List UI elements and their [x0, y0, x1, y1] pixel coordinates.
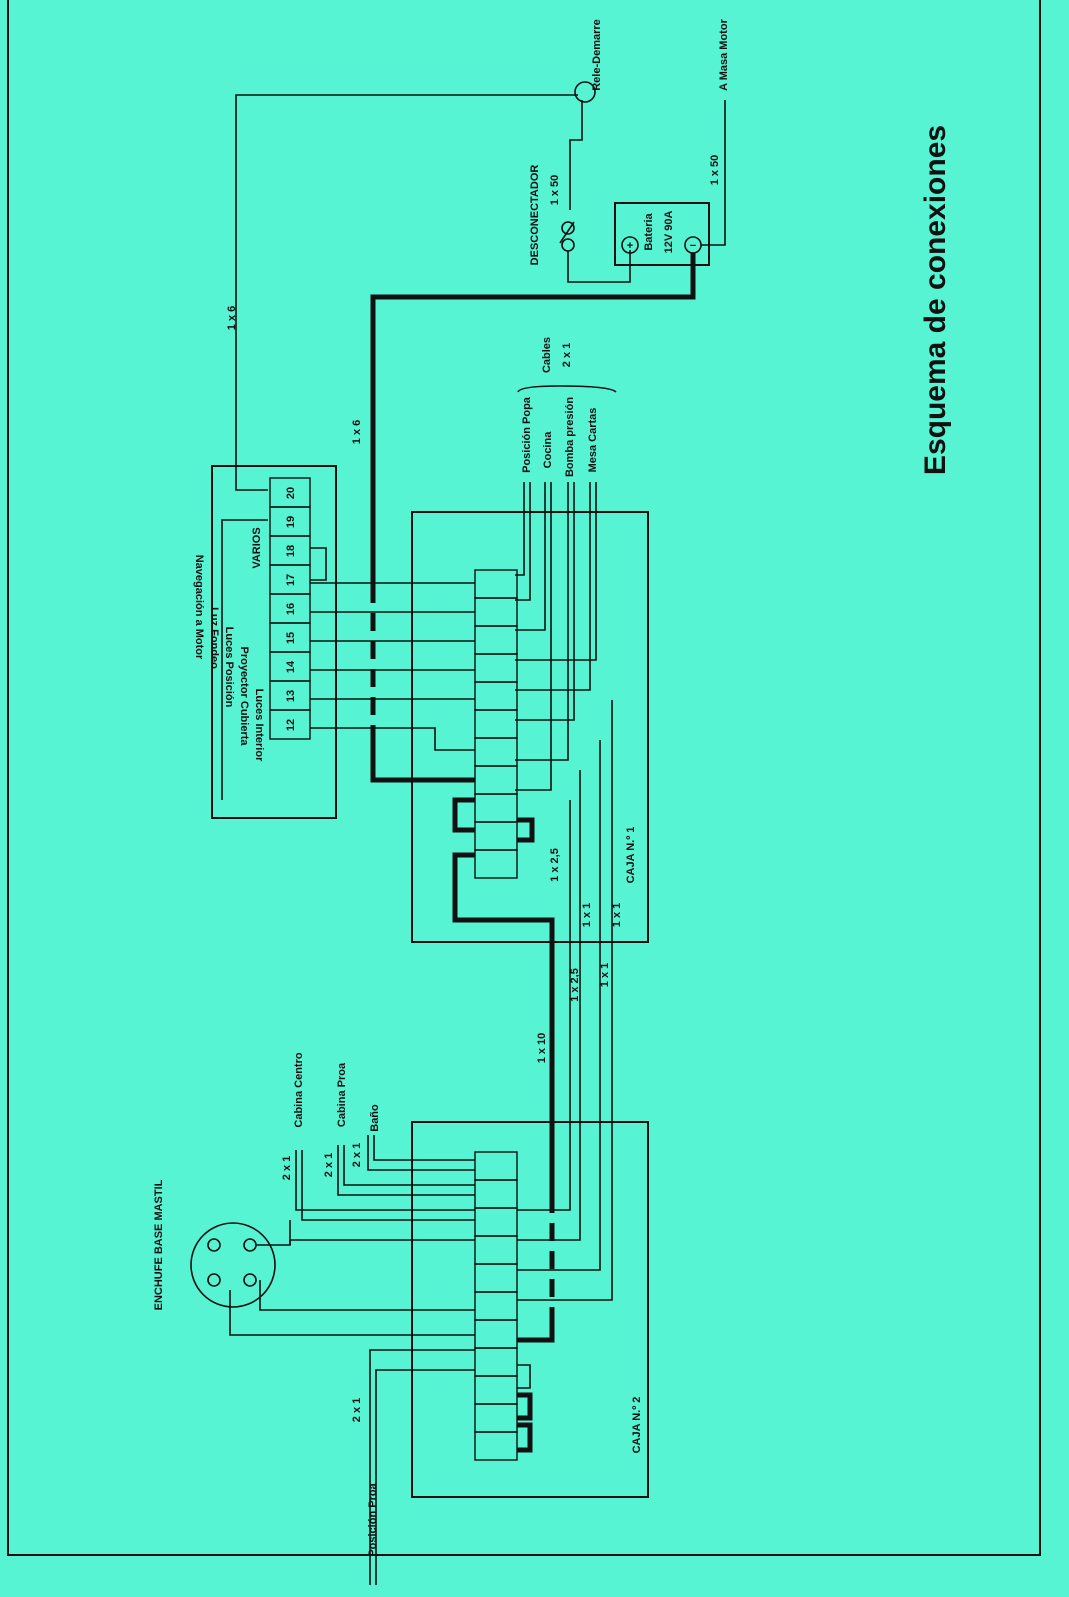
cable-1x10	[452, 852, 555, 1195]
caja1-terminal-strip	[474, 569, 518, 879]
caja2-bridge	[517, 1392, 533, 1421]
label-proyector-cubierta: Proyector Cubierta	[238, 646, 250, 746]
varios-inner-wire	[221, 519, 268, 800]
output-posicion-popa: Posición Popa	[521, 396, 533, 473]
caja1-bridge	[452, 797, 475, 833]
main-cable-label: 1 x 6	[351, 420, 363, 444]
minus-sign: −	[690, 240, 696, 252]
plus-sign: +	[627, 240, 633, 252]
main-power-cable	[370, 253, 696, 585]
caja2-terminal-strip	[474, 1151, 518, 1461]
cable-1x10-end	[517, 1320, 555, 1343]
desconectador-label: DESCONECTADOR	[529, 165, 541, 266]
caja2-bridge	[517, 1422, 533, 1453]
posicion-proa-label: Posición Proa	[367, 1482, 379, 1556]
rele-label: Rele-Demarre	[591, 19, 603, 91]
battery-plus-terminal-icon	[621, 236, 639, 254]
masa-wire	[701, 100, 726, 246]
switch-contact-icon	[561, 221, 575, 235]
desconectador-cable-label: 1 x 50	[549, 175, 561, 206]
terminal-19: 19	[285, 516, 297, 528]
label-navegacion-motor: Navegación a Motor	[193, 555, 205, 660]
socket-pin-icon	[207, 1273, 221, 1287]
label-luces-interior: Luces Interior	[253, 689, 265, 762]
mast-socket-icon	[190, 1222, 276, 1308]
varios-to-caja1-wires	[310, 582, 475, 751]
posicion-proa-cable: 2 x 1	[351, 1398, 363, 1422]
terminal-16: 16	[285, 603, 297, 615]
cables-header: Cables	[541, 337, 553, 373]
battery-box	[614, 202, 710, 266]
battery-label: Bateria	[643, 212, 655, 250]
battery-spec: 12V 90A	[663, 211, 675, 254]
diagram-title: Esquema de conexiones	[919, 125, 952, 475]
caja1-label: CAJA N.º 1	[625, 827, 637, 884]
caja2-label: CAJA N.º 2	[631, 1397, 643, 1454]
cabina-centro-cable: 2 x 1	[281, 1156, 293, 1180]
caja2-output-wires	[229, 1135, 475, 1585]
terminal-14: 14	[285, 660, 297, 673]
main-power-cable-end	[370, 740, 475, 783]
caja1-cable-2: 1 x 1	[581, 903, 593, 927]
label-luz-fondeo: Luz Fondeo	[208, 607, 220, 669]
cables-header-spec: 2 x 1	[561, 343, 573, 367]
socket-wire	[256, 1220, 291, 1246]
terminal-18: 18	[285, 545, 297, 557]
rele-terminal-icon	[574, 81, 596, 103]
cabina-proa-cable: 2 x 1	[323, 1153, 335, 1177]
caja2-bridge	[517, 1364, 531, 1389]
cables-brace	[517, 385, 617, 393]
bano-cable: 2 x 1	[351, 1143, 363, 1167]
output-cabina-proa: Cabina Proa	[336, 1062, 348, 1127]
caja1-bridge	[517, 817, 535, 843]
terminal-13: 13	[285, 690, 297, 702]
inter-box-wires	[517, 700, 613, 1301]
output-bano: Baño	[369, 1104, 381, 1132]
rele-cable-label: 1 x 6	[226, 306, 238, 330]
masa-label: A Masa Motor	[718, 18, 730, 90]
terminal-20: 20	[285, 487, 297, 499]
socket-pin-icon	[243, 1273, 257, 1287]
output-bomba-presion: Bomba presión	[564, 397, 576, 477]
between-cable-1x25: 1 x 2,5	[569, 968, 581, 1002]
between-cable-1x1: 1 x 1	[599, 963, 611, 987]
terminal-17: 17	[285, 574, 297, 586]
socket-pin-icon	[243, 1238, 257, 1252]
caja1-cable-3: 1 x 1	[611, 903, 623, 927]
label-luces-posicion: Luces Posición	[223, 627, 235, 708]
varios-title: VARIOS	[251, 527, 263, 568]
switch-contact-icon	[561, 238, 575, 252]
enchufe-label: ENCHUFE BASE MASTIL	[153, 1179, 165, 1310]
rele-desc-wire	[569, 100, 583, 210]
caja-1	[411, 511, 649, 943]
rele-wire	[235, 94, 578, 491]
page-frame	[7, 0, 1041, 1556]
caja1-cable-1: 1 x 2,5	[549, 848, 561, 882]
masa-cable-label: 1 x 50	[709, 155, 721, 186]
socket-pin-icon	[207, 1238, 221, 1252]
varios-terminal-strip: 20 19 18 17 16 15 14 13 12	[269, 477, 311, 740]
switch-lever-icon	[559, 221, 575, 244]
output-cocina: Cocina	[542, 431, 554, 469]
terminal-bridge-17-18	[310, 547, 327, 581]
terminal-15: 15	[285, 632, 297, 644]
terminal-12: 12	[285, 719, 297, 731]
output-cabina-centro: Cabina Centro	[293, 1052, 305, 1127]
varios-panel	[211, 465, 337, 819]
between-cable-1x10: 1 x 10	[536, 1033, 548, 1064]
output-mesa-cartas: Mesa Cartas	[587, 408, 599, 473]
output-wires	[515, 482, 597, 791]
